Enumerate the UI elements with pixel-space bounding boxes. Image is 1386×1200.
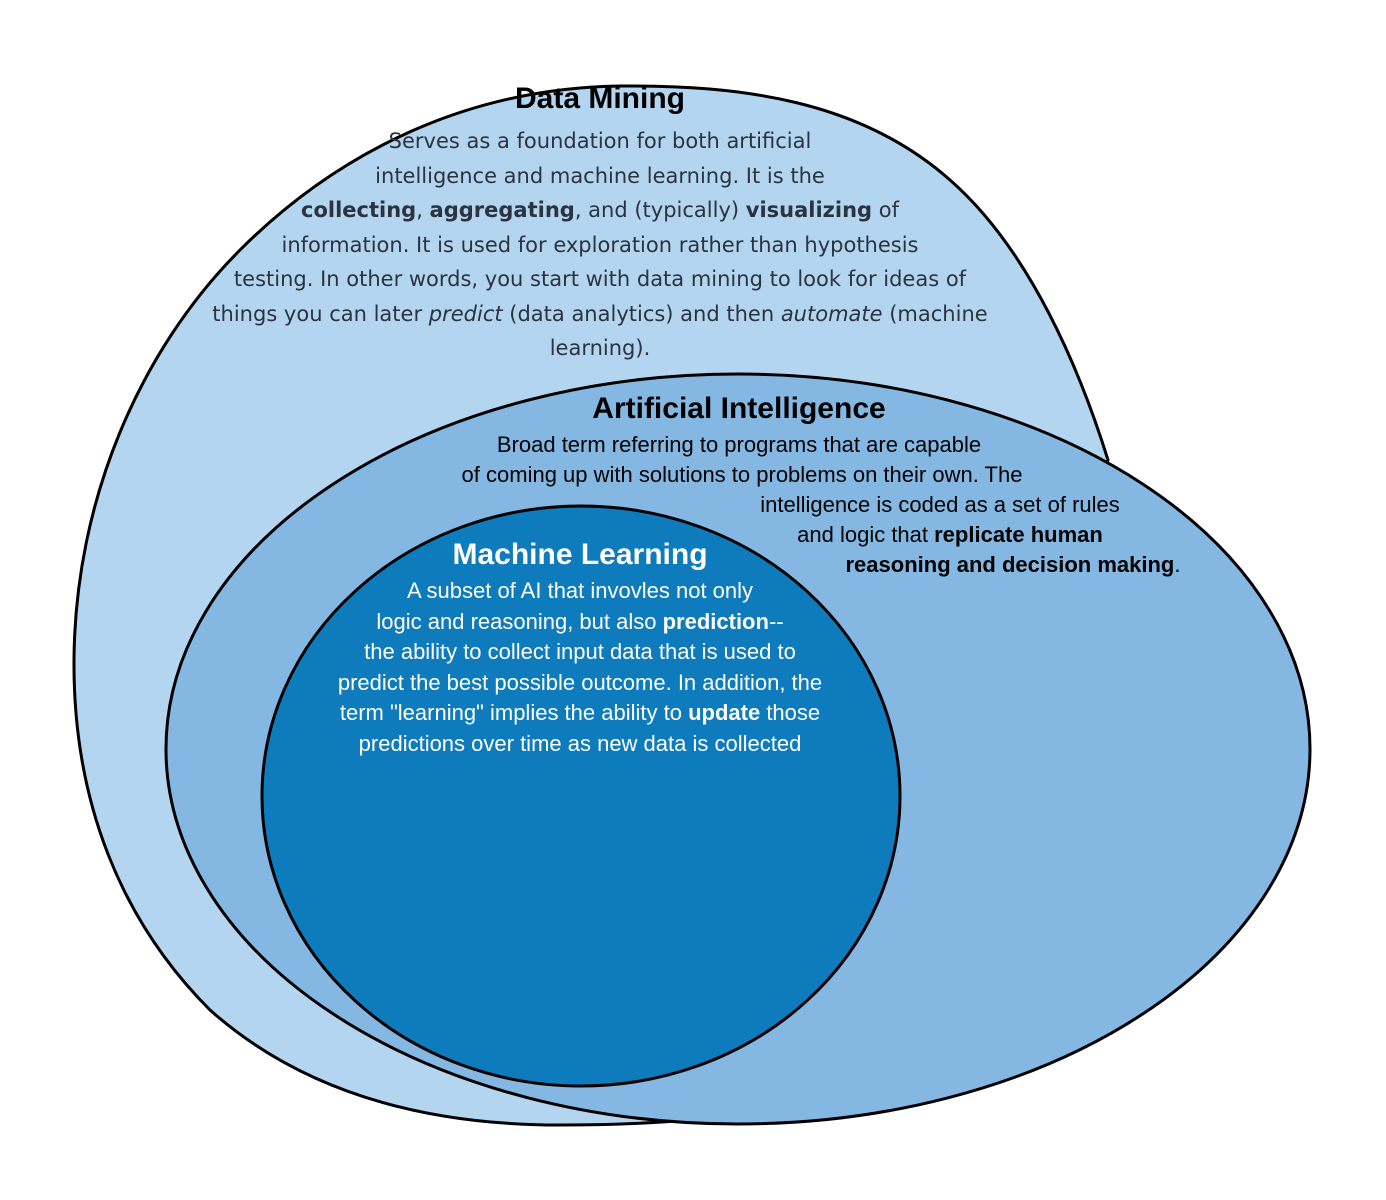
ai-line-4-start: and logic that bbox=[797, 522, 935, 547]
machine-learning-region bbox=[260, 504, 902, 1088]
data-mining-description: Serves as a foundation for both artifici… bbox=[150, 124, 1050, 366]
dm-line-3-mid: , and (typically) bbox=[574, 198, 746, 222]
dm-line-6: things you can later predict (data analy… bbox=[150, 297, 1050, 332]
ai-term-reasoning: reasoning and decision making bbox=[845, 552, 1175, 577]
dm-line-5: testing. In other words, you start with … bbox=[233, 267, 967, 291]
dm-line-6-end: (machine bbox=[882, 301, 988, 326]
data-mining-title: Data Mining bbox=[515, 82, 685, 115]
dm-line-4: information. It is used for exploration … bbox=[281, 232, 919, 257]
ml-line-2-end: -- bbox=[768, 608, 784, 634]
dm-line-1: Serves as a foundation for both artifici… bbox=[388, 129, 812, 153]
dm-line-3: collecting, aggregating, and (typically)… bbox=[150, 193, 1050, 228]
dm-term-aggregating: aggregating bbox=[429, 198, 575, 222]
ml-line-6: predictions over time as new data is col… bbox=[358, 730, 802, 756]
ml-line-1: A subset of AI that invovles not only bbox=[406, 578, 754, 603]
ml-line-5-start: term "learning" implies the ability to bbox=[339, 700, 689, 725]
dm-term-predict: predict bbox=[428, 301, 503, 326]
dm-line-3-end: of bbox=[872, 198, 899, 222]
ai-line-3: intelligence is coded as a set of rules bbox=[760, 492, 1120, 517]
ml-line-2: logic and reasoning, but also prediction… bbox=[280, 607, 880, 638]
dm-line-3-sep: , bbox=[416, 198, 430, 222]
dm-line-2: intelligence and machine learning. It is… bbox=[375, 163, 825, 188]
dm-line-7: learning). bbox=[549, 336, 651, 360]
ml-line-2-start: logic and reasoning, but also bbox=[376, 608, 663, 634]
dm-term-automate: automate bbox=[780, 301, 883, 326]
ml-line-5-end: those bbox=[760, 700, 821, 725]
ml-line-3: the ability to collect input data that i… bbox=[364, 639, 796, 664]
dm-term-visualizing: visualizing bbox=[745, 198, 873, 222]
ai-term-replicate-human: replicate human bbox=[934, 522, 1103, 547]
ml-title: Machine Learning bbox=[452, 538, 708, 571]
dm-term-collecting: collecting bbox=[301, 198, 417, 222]
ai-line-5: reasoning and decision making. bbox=[763, 550, 1263, 580]
ai-line-1: Broad term referring to programs that ar… bbox=[496, 432, 982, 457]
ai-line-4: and logic that replicate human bbox=[700, 520, 1200, 550]
ai-line-5-end: . bbox=[1174, 552, 1181, 577]
ml-description: A subset of AI that invovles not only lo… bbox=[280, 576, 880, 759]
dm-line-6-start: things you can later bbox=[212, 301, 429, 326]
ai-title: Artificial Intelligence bbox=[592, 392, 886, 425]
ml-term-update: update bbox=[688, 700, 761, 725]
ml-line-5: term "learning" implies the ability to u… bbox=[280, 698, 880, 729]
ai-line-2: of coming up with solutions to problems … bbox=[461, 462, 1023, 487]
ml-line-4: predict the best possible outcome. In ad… bbox=[337, 669, 823, 695]
dm-line-6-mid: (data analytics) and then bbox=[502, 301, 781, 326]
ml-term-prediction: prediction bbox=[662, 608, 769, 634]
